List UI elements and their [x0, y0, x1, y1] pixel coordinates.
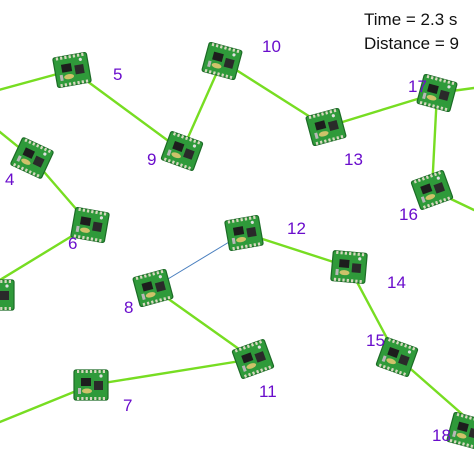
node-13: 13: [305, 107, 363, 169]
sensor-board-icon: [231, 339, 275, 379]
sensor-board-icon: [375, 337, 419, 377]
link-5-9: [70, 68, 184, 153]
node-label: 10: [262, 37, 281, 56]
sensor-board-icon: [330, 250, 368, 284]
sensor-board-icon: [446, 411, 474, 451]
link-8-11: [151, 286, 255, 361]
node-label: 14: [387, 273, 406, 292]
link-11-7: [89, 357, 255, 387]
node-10: 10: [201, 37, 281, 81]
sensor-board-icon: [224, 214, 264, 252]
nodes-layer: 5 10 9 13 17 16 4 6 12 14 8 15 11 7 18: [0, 37, 474, 451]
time-readout: Time = 2.3 s: [364, 10, 458, 29]
node-9: 9: [147, 131, 204, 171]
node-label: 11: [259, 382, 277, 401]
sensor-board-icon: [416, 73, 458, 113]
node-label: 7: [123, 396, 132, 415]
node-14: 14: [330, 250, 406, 292]
node-label: 18: [432, 426, 451, 445]
node-label: 9: [147, 150, 156, 169]
distance-readout: Distance = 9: [364, 34, 459, 53]
node-7: 7: [73, 369, 132, 415]
node-5: 5: [52, 51, 122, 89]
node-11: 11: [231, 339, 277, 401]
sensor-board-icon: [305, 107, 347, 147]
node-label: 8: [124, 298, 133, 317]
node-18: 18: [432, 411, 474, 451]
node-6: 6: [68, 206, 110, 253]
sensor-board-icon: [132, 268, 174, 308]
sensor-board-icon: [160, 131, 204, 171]
sensor-board-icon: [0, 279, 15, 311]
node-label: 17: [408, 77, 427, 96]
node-8: 8: [124, 268, 174, 317]
node-L: [0, 279, 15, 311]
node-label: 16: [399, 205, 418, 224]
sensor-board-icon: [10, 137, 54, 179]
node-label: 12: [287, 219, 306, 238]
link-9-10: [180, 59, 224, 153]
node-4: 4: [5, 137, 54, 189]
node-12: 12: [224, 214, 306, 252]
sensor-board-icon: [73, 369, 109, 401]
node-label: 13: [344, 150, 363, 169]
sensor-board-icon: [52, 51, 92, 89]
node-17: 17: [408, 73, 458, 113]
node-label: 4: [5, 170, 14, 189]
sensor-board-icon: [201, 41, 243, 81]
node-16: 16: [399, 170, 454, 224]
node-label: 5: [113, 65, 122, 84]
sensor-board-icon: [410, 170, 454, 210]
node-label: 6: [68, 234, 77, 253]
node-label: 15: [366, 331, 385, 350]
sensor-board-icon: [70, 206, 110, 244]
node-15: 15: [366, 331, 419, 377]
